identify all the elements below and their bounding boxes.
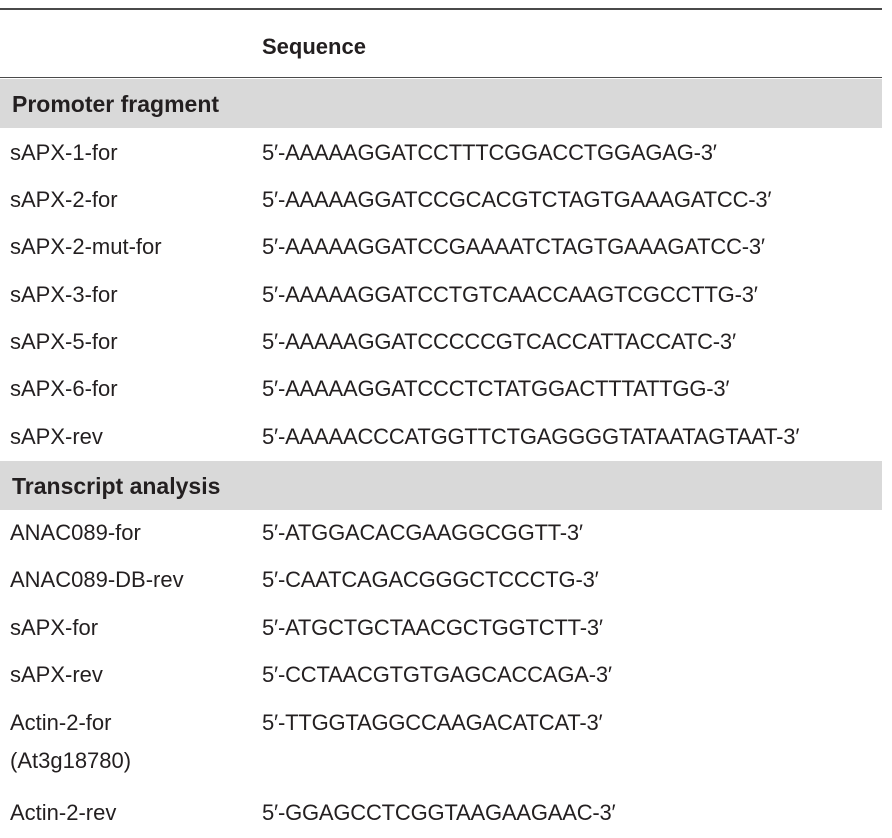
table-header-rule <box>0 77 882 78</box>
table-row: sAPX-for 5′-ATGCTGCTAACGCTGGTCTT-3′ <box>0 604 892 651</box>
primer-name: sAPX-6-for <box>10 376 118 401</box>
table-row: ANAC089-DB-rev 5′-CAATCAGACGGGCTCCCTG-3′ <box>0 556 892 603</box>
table-row: sAPX-2-for 5′-AAAAAGGATCCGCACGTCTAGTGAAA… <box>0 176 892 223</box>
primer-sequence: 5′-CCTAACGTGTGAGCACCAGA-3′ <box>262 662 612 687</box>
primer-name: sAPX-5-for <box>10 329 118 354</box>
table-row: sAPX-6-for 5′-AAAAAGGATCCCTCTATGGACTTTAT… <box>0 365 892 412</box>
section-title: Promoter fragment <box>12 91 220 117</box>
primer-name-gene-id: (At3g18780) <box>10 748 132 773</box>
primer-name: sAPX-2-for <box>10 187 118 212</box>
primer-name: ANAC089-DB-rev <box>10 567 184 592</box>
section-title: Transcript analysis <box>12 473 221 499</box>
primer-name: ANAC089-for <box>10 520 141 545</box>
table-row: sAPX-rev 5′-AAAAACCCATGGTTCTGAGGGGTATAAT… <box>0 413 892 460</box>
primer-sequence: 5′-AAAAAGGATCCCCCGTCACCATTACCATC-3′ <box>262 329 736 354</box>
table-row: sAPX-rev 5′-CCTAACGTGTGAGCACCAGA-3′ <box>0 651 892 698</box>
primer-name: sAPX-1-for <box>10 140 118 165</box>
table-row: sAPX-2-mut-for 5′-AAAAAGGATCCGAAAATCTAGT… <box>0 223 892 270</box>
primer-sequence: 5′-AAAAAGGATCCCTCTATGGACTTTATTGG-3′ <box>262 376 730 401</box>
table-row: sAPX-5-for 5′-AAAAAGGATCCCCCGTCACCATTACC… <box>0 318 892 365</box>
primer-name: sAPX-rev <box>10 662 103 687</box>
primer-sequence: 5′-AAAAACCCATGGTTCTGAGGGGTATAATAGTAAT-3′ <box>262 424 800 449</box>
header-sequence: Sequence <box>262 34 366 59</box>
primer-sequence: 5′-TTGGTAGGCCAAGACATCAT-3′ <box>262 710 603 735</box>
primer-sequence: 5′-AAAAAGGATCCGCACGTCTAGTGAAAGATCC-3′ <box>262 187 772 212</box>
primer-sequence: 5′-AAAAAGGATCCGAAAATCTAGTGAAAGATCC-3′ <box>262 234 765 259</box>
primer-sequence: 5′-AAAAAGGATCCTGTCAACCAAGTCGCCTTG-3′ <box>262 282 758 307</box>
primer-sequence: 5′-ATGCTGCTAACGCTGGTCTT-3′ <box>262 615 603 640</box>
table-row: sAPX-3-for 5′-AAAAAGGATCCTGTCAACCAAGTCGC… <box>0 271 892 318</box>
table-top-rule <box>0 8 882 10</box>
primer-name: sAPX-rev <box>10 424 103 449</box>
primer-name: sAPX-3-for <box>10 282 118 307</box>
primer-name: Actin-2-for <box>10 710 112 735</box>
primer-name: Actin-2-rev <box>10 800 117 825</box>
section-header-promoter-fragment: Promoter fragment <box>0 79 882 128</box>
table-row: Actin-2-rev 5′-GGAGCCTCGGTAAGAAGAAC-3′ <box>0 789 892 836</box>
primer-name: sAPX-for <box>10 615 99 640</box>
table-header-row: Sequence <box>0 10 882 77</box>
primer-name: sAPX-2-mut-for <box>10 234 162 259</box>
primer-sequence: 5′-AAAAAGGATCCTTTCGGACCTGGAGAG-3′ <box>262 140 717 165</box>
table-row: Actin-2-for (At3g18780) 5′-TTGGTAGGCCAAG… <box>0 699 892 785</box>
primer-sequence: 5′-CAATCAGACGGGCTCCCTG-3′ <box>262 567 599 592</box>
primer-sequence: 5′-GGAGCCTCGGTAAGAAGAAC-3′ <box>262 800 616 825</box>
primer-sequence: 5′-ATGGACACGAAGGCGGTT-3′ <box>262 520 583 545</box>
table-row: ANAC089-for 5′-ATGGACACGAAGGCGGTT-3′ <box>0 509 892 556</box>
section-header-transcript-analysis: Transcript analysis <box>0 461 882 510</box>
table-row: sAPX-1-for 5′-AAAAAGGATCCTTTCGGACCTGGAGA… <box>0 129 892 176</box>
